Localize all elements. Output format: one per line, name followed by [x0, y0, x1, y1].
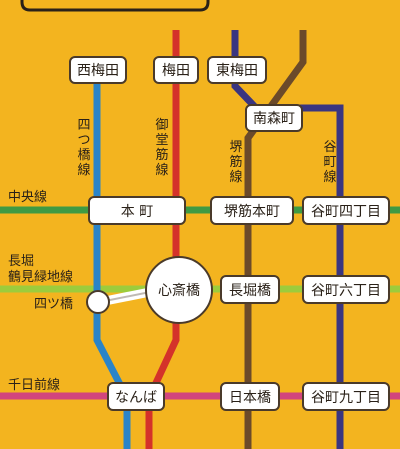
- line-label-nagahori-2: 鶴見緑地線: [8, 270, 74, 285]
- midosuji-line: [145, 30, 180, 449]
- station-sakaisuji-hommachi[interactable]: 堺筋本町: [210, 196, 294, 225]
- station-hommachi[interactable]: 本 町: [88, 196, 186, 225]
- station-higashi-umeda[interactable]: 東梅田: [207, 56, 267, 84]
- line-label-tanimachi: 谷町線: [323, 140, 337, 185]
- station-nishi-umeda[interactable]: 西梅田: [69, 56, 127, 84]
- line-label-sennichimae: 千日前線: [8, 378, 61, 393]
- station-namba[interactable]: なんば: [107, 382, 165, 411]
- station-tanimachi-6[interactable]: 谷町六丁目: [302, 275, 390, 304]
- station-nippombashi[interactable]: 日本橋: [220, 382, 280, 411]
- station-shinsaibashi[interactable]: 心斎橋: [145, 256, 213, 324]
- line-label-yotsubashi: 四つ橋線: [77, 118, 91, 178]
- station-umeda[interactable]: 梅田: [153, 56, 199, 84]
- line-label-chuo: 中央線: [8, 190, 48, 205]
- station-tanimachi-4[interactable]: 谷町四丁目: [302, 196, 390, 225]
- line-label-sakaisuji: 堺筋線: [229, 140, 243, 185]
- station-minami-morimachi[interactable]: 南森町: [245, 104, 303, 132]
- line-label-midosuji: 御堂筋線: [155, 118, 169, 178]
- line-label-nagahori-1: 長堀: [8, 254, 35, 269]
- station-nagahoribashi[interactable]: 長堀橋: [220, 275, 280, 304]
- station-tanimachi-9[interactable]: 谷町九丁目: [302, 382, 390, 411]
- title-frame: [20, 0, 210, 12]
- station-yotsubashi-node[interactable]: [86, 290, 110, 314]
- station-yotsubashi-label: 四ツ橋: [34, 297, 74, 312]
